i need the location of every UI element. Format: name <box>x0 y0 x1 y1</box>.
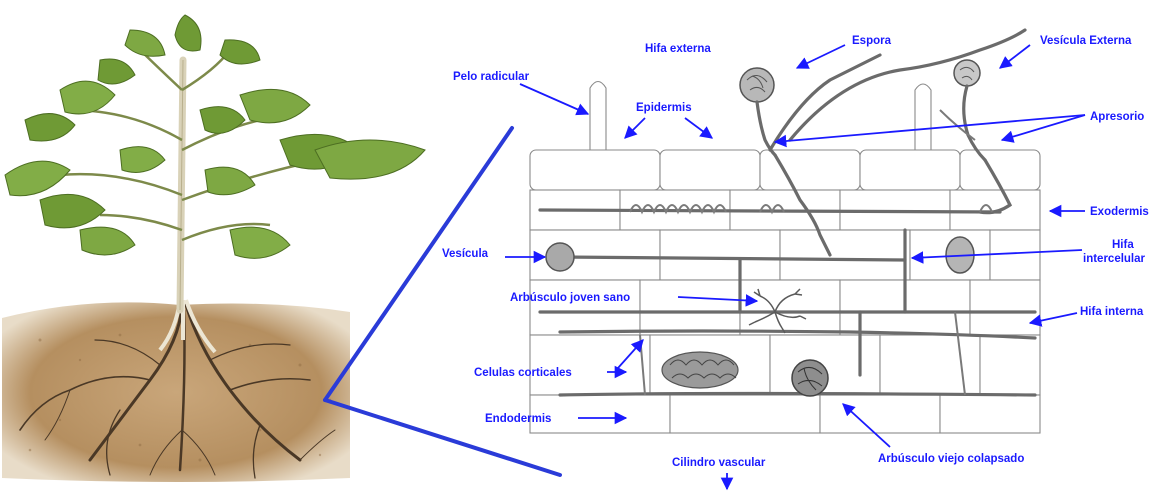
label-exodermis: Exodermis <box>1090 206 1149 218</box>
root-hair <box>590 82 606 151</box>
label-apresorio: Apresorio <box>1090 111 1144 123</box>
label-epidermis: Epidermis <box>636 102 692 114</box>
label-celulas-corticales: Celulas corticales <box>474 367 572 379</box>
collapsed-arbuscule <box>792 360 828 396</box>
label-vesicula: Vesícula <box>442 248 489 260</box>
old-arbuscules <box>662 352 738 388</box>
label-espora: Espora <box>852 35 892 47</box>
label-hifa-externa: Hifa externa <box>645 43 711 55</box>
label-pelo-radicular: Pelo radicular <box>453 71 530 83</box>
label-vesicula-externa: Vesícula Externa <box>1040 35 1132 47</box>
root-cross-section <box>530 30 1040 433</box>
label-hifa-intercelular-1: Hifa <box>1112 239 1134 251</box>
root-hair <box>915 84 931 150</box>
label-arbusculo-viejo: Arbúsculo viejo colapsado <box>878 453 1024 465</box>
spore <box>740 68 774 102</box>
external-vesicle <box>954 60 980 86</box>
endodermis-cells <box>530 395 1040 433</box>
label-hifa-interna: Hifa interna <box>1080 306 1144 318</box>
label-arbusculo-joven: Arbúsculo joven sano <box>510 292 630 304</box>
leaves <box>5 15 425 258</box>
label-hifa-intercelular-2: intercelular <box>1083 253 1146 265</box>
label-endodermis: Endodermis <box>485 413 551 425</box>
label-cilindro-vascular: Cilindro vascular <box>672 457 766 469</box>
vesicle <box>546 243 574 271</box>
